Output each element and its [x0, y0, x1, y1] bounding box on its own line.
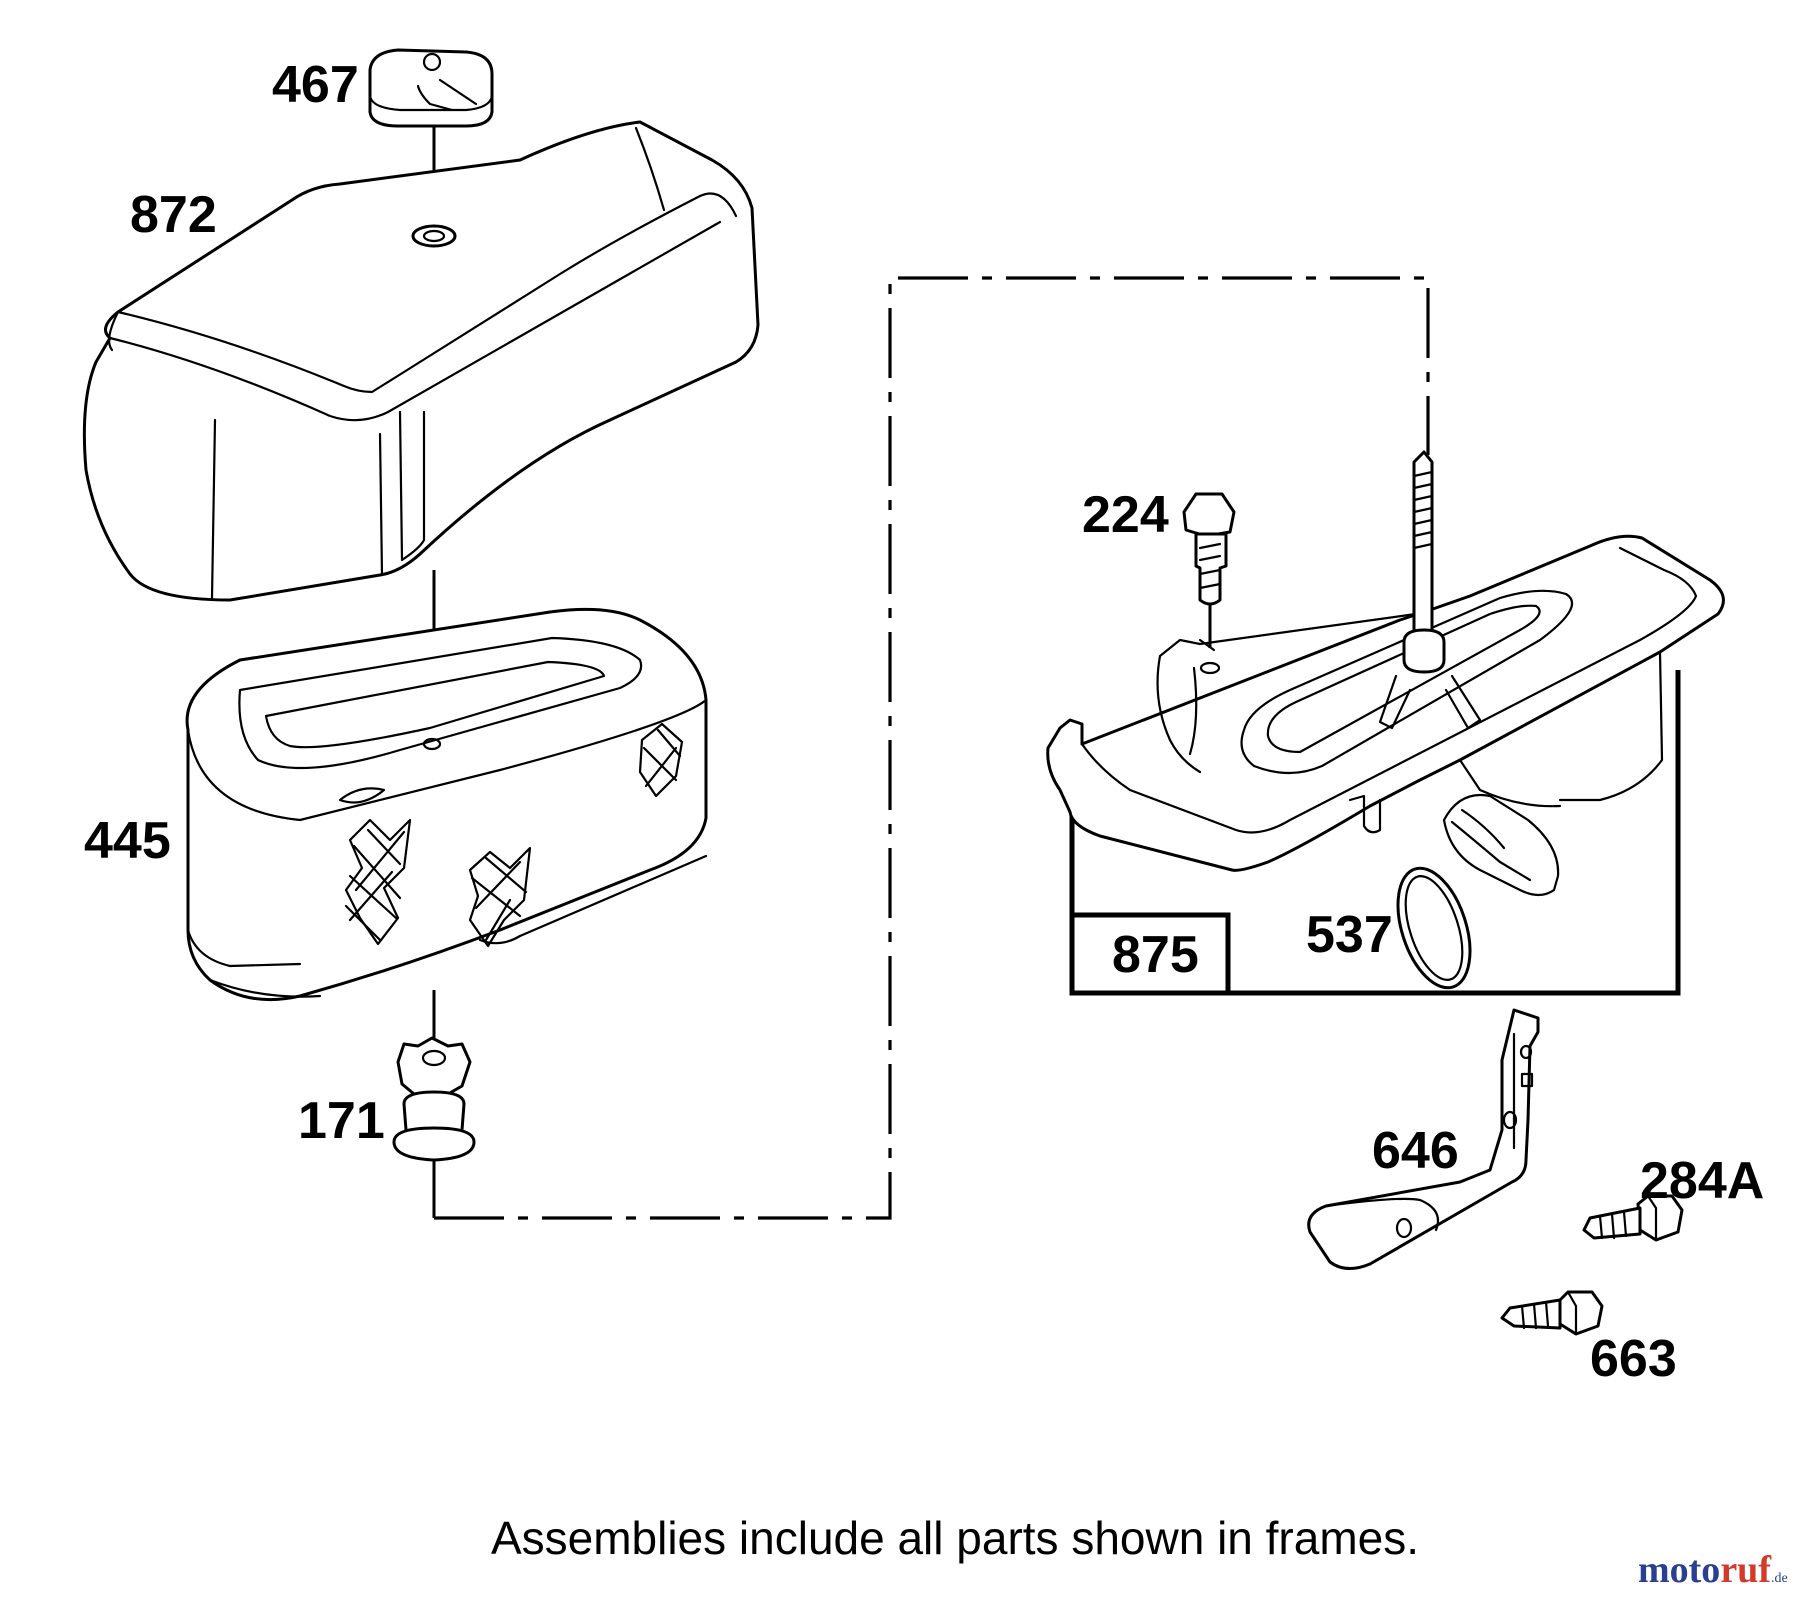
filter-mesh-pattern — [344, 722, 684, 948]
label-646: 646 — [1372, 1122, 1459, 1180]
part-171-grommet — [392, 1036, 476, 1162]
dash-dot-connector — [434, 276, 1430, 1220]
label-467: 467 — [272, 56, 359, 114]
diagram-caption: Assemblies include all parts shown in fr… — [491, 1512, 1419, 1564]
part-224-bolt — [1182, 492, 1236, 606]
watermark-text: motoruf.de — [1638, 1549, 1788, 1591]
part-663-screw — [1500, 1290, 1604, 1336]
part-284A-screw — [1582, 1194, 1684, 1242]
frame-875 — [1069, 670, 1681, 996]
label-875: 875 — [1112, 926, 1199, 984]
part-445-filter — [185, 607, 708, 1002]
label-284A: 284A — [1640, 1152, 1764, 1210]
label-663: 663 — [1590, 1330, 1677, 1388]
part-467-cap — [368, 48, 494, 128]
label-445: 445 — [84, 812, 171, 870]
label-171: 171 — [298, 1092, 385, 1150]
watermark-logo: motoruf.de — [1638, 1549, 1788, 1591]
part-537-gasket — [1396, 866, 1472, 990]
label-872: 872 — [130, 186, 217, 244]
part-875-base — [1046, 450, 1725, 897]
label-224: 224 — [1082, 486, 1169, 544]
label-537: 537 — [1306, 906, 1393, 964]
part-646-bracket — [1307, 1008, 1540, 1270]
part-labels: 467 872 445 171 224 875 537 646 284A 663 — [84, 56, 1764, 1388]
part-872-cover — [82, 120, 760, 602]
